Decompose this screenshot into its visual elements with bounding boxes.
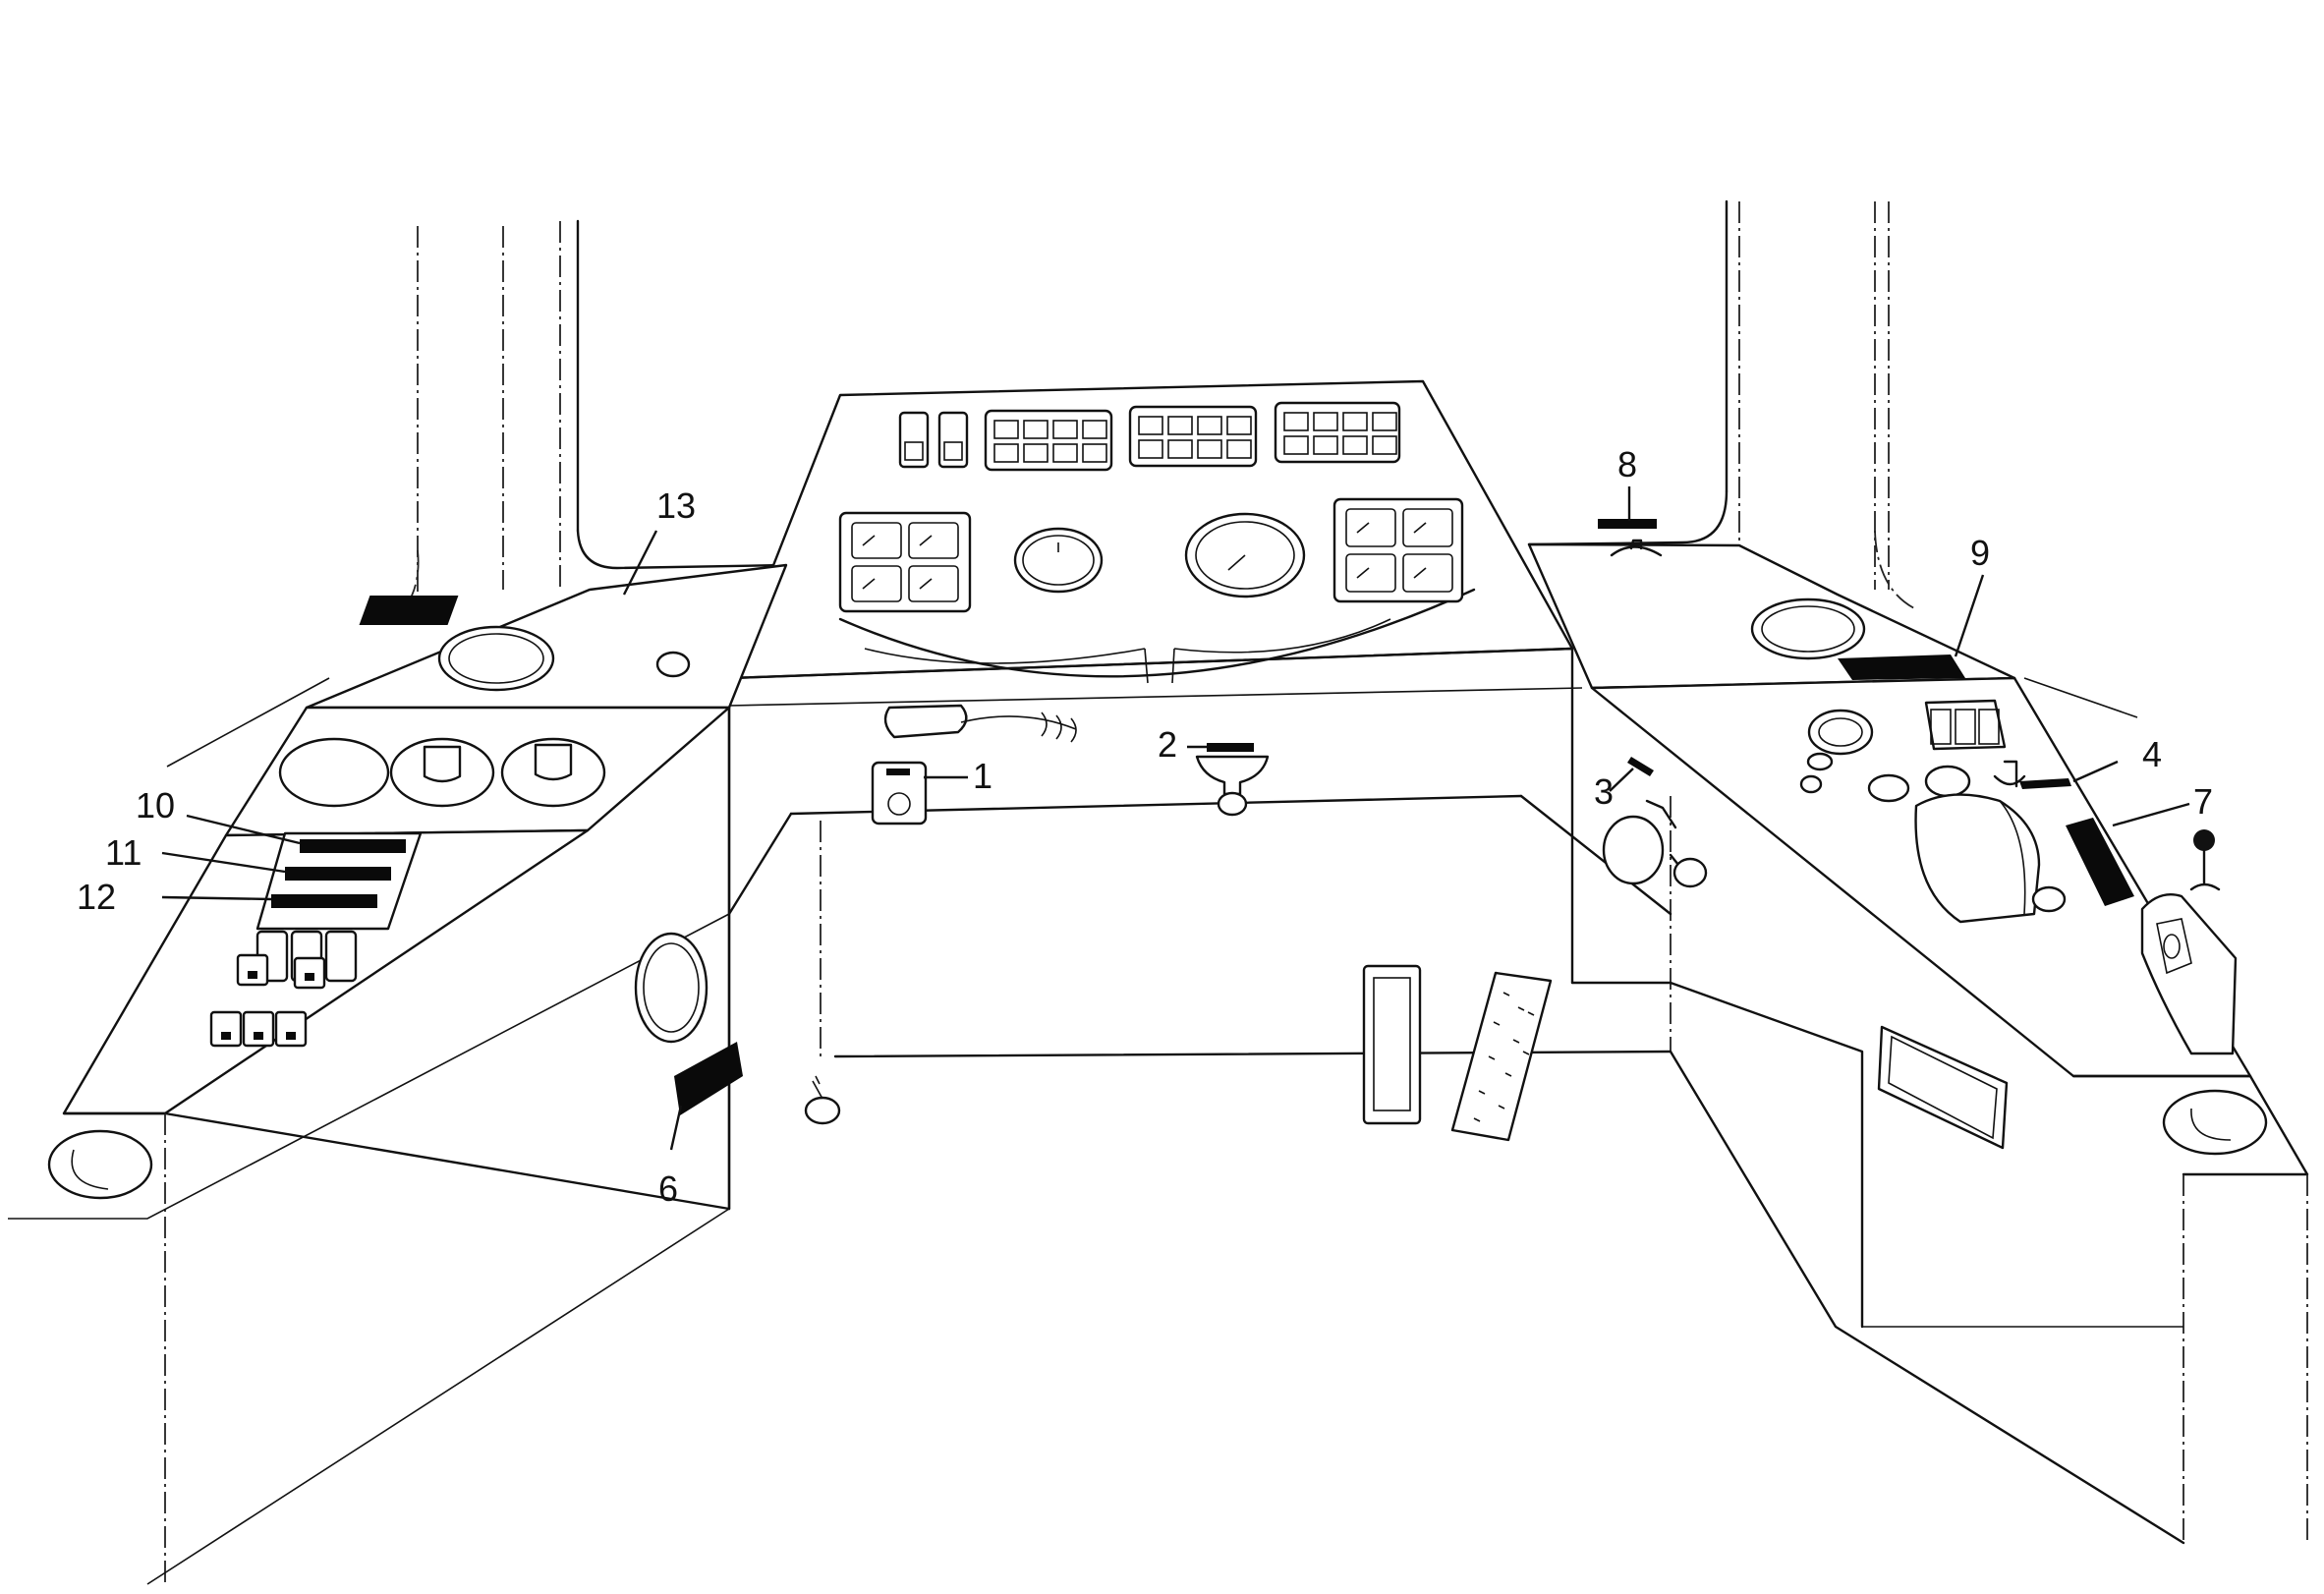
callout-1: 1: [973, 756, 992, 796]
dial-right-top: [1750, 598, 1866, 660]
leader-lines: [161, 486, 2190, 1151]
rocker-switch-group-right: [1924, 699, 2007, 751]
label-9: [1838, 655, 1965, 680]
label-8: [1598, 519, 1657, 529]
callout-10: 10: [136, 785, 175, 825]
small-button: [655, 651, 691, 678]
ring-knob: [1807, 709, 1874, 756]
label-13: [359, 596, 459, 625]
side-dial: [634, 932, 709, 1044]
label-6: [674, 1042, 743, 1115]
indicator-cluster: [1274, 401, 1401, 464]
switch-block-10-12: [255, 831, 423, 931]
callout-7: 7: [2193, 781, 2213, 822]
callout-9: 9: [1970, 533, 1990, 573]
indicator-cluster: [1128, 405, 1258, 468]
knee-well: [727, 704, 1672, 1142]
gauge-block-right: [1332, 497, 1464, 603]
callout-12: 12: [77, 877, 116, 917]
cup-holder: [2162, 1089, 2268, 1156]
vent-grille: [1877, 1025, 2009, 1150]
label-7: [2066, 818, 2134, 906]
brake-pedal: [1362, 964, 1422, 1125]
accelerator-pedal: [1450, 971, 1553, 1142]
small-gauge: [1013, 527, 1104, 594]
lighter: [883, 704, 968, 739]
cup-holder: [47, 1129, 153, 1200]
callout-2: 2: [1158, 724, 1177, 765]
right-console: [1527, 519, 2309, 1545]
left-console: [8, 563, 788, 1585]
t-handle-item-2: [1195, 755, 1270, 796]
lever-housing-item-3: [1602, 815, 1665, 885]
dial-left-top: [437, 625, 555, 692]
callout-6: 6: [658, 1168, 678, 1209]
callout-8: 8: [1617, 444, 1637, 484]
callout-4: 4: [2142, 734, 2162, 774]
throttle-dial: [1914, 793, 2041, 924]
toggle-switch: [898, 411, 930, 469]
rocker-switch-group: [209, 930, 358, 1048]
callout-11: 11: [105, 832, 142, 873]
label-3: [1627, 757, 1654, 776]
rotary-knob: [423, 745, 462, 783]
callout-labels: 1 2 3 4 6 7 8 9 10 11 12 13: [77, 444, 2213, 1209]
callout-3: 3: [1594, 771, 1614, 812]
label-4: [2019, 778, 2071, 789]
callout-13: 13: [656, 485, 696, 526]
joystick: [2140, 829, 2238, 1055]
central-console: [727, 379, 1583, 1211]
indicator-cluster: [984, 409, 1113, 472]
small-knob: [804, 1096, 841, 1125]
toggle-switch: [937, 411, 969, 469]
rotary-knob: [534, 743, 573, 781]
gauge-block-left: [838, 511, 972, 613]
